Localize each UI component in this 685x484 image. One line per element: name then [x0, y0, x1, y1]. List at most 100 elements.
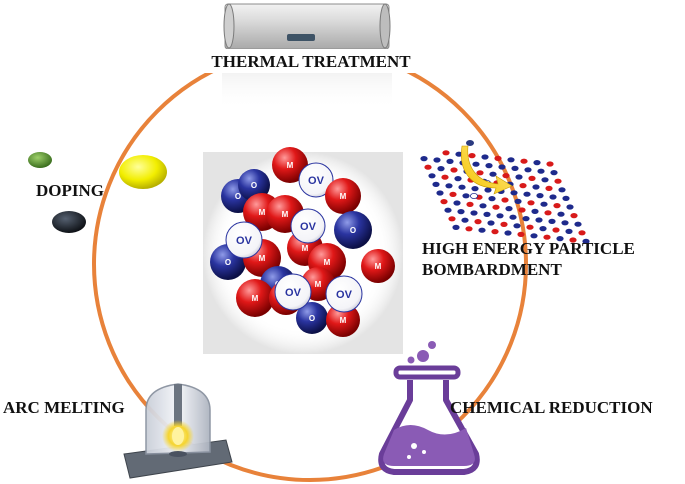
lattice-oxygen-dot: [488, 196, 496, 202]
oxygen-atom-label: O: [350, 226, 356, 235]
lattice-metal-dot: [502, 173, 510, 179]
metal-atom-label: M: [259, 208, 266, 217]
lattice-metal-dot: [526, 224, 534, 230]
lattice-oxygen-dot: [540, 201, 548, 207]
lattice-oxygen-dot: [539, 226, 547, 232]
particle-bombardment-label-line2: BOMBARDMENT: [422, 260, 562, 279]
lattice-oxygen-dot: [548, 218, 556, 224]
lattice-oxygen-dot: [445, 183, 453, 189]
lattice-oxygen-dot: [454, 176, 462, 182]
lattice-oxygen-dot: [453, 200, 461, 206]
lattice-oxygen-dot: [433, 157, 441, 163]
lattice-oxygen-dot: [479, 203, 487, 209]
lattice-metal-dot: [518, 207, 526, 213]
lattice-metal-dot: [527, 200, 535, 206]
lattice-oxygen-dot: [458, 184, 466, 190]
metal-atom-label: M: [259, 254, 266, 263]
lattice-oxygen-dot: [432, 181, 440, 187]
metal-atom-label: M: [287, 161, 294, 170]
lattice-oxygen-dot: [536, 193, 544, 199]
arc-furnace-icon: [123, 383, 233, 479]
lattice-oxygen-dot: [533, 160, 541, 166]
lattice-metal-dot: [466, 201, 474, 207]
lattice-oxygen-dot: [549, 194, 557, 200]
particle-bombardment-label-line1: HIGH ENERGY PARTICLE: [422, 239, 635, 258]
lattice-oxygen-dot: [484, 187, 492, 193]
lattice-oxygen-dot: [487, 220, 495, 226]
metal-atom: M: [272, 147, 308, 183]
lattice-oxygen-dot: [483, 211, 491, 217]
lattice-oxygen-dot: [496, 213, 504, 219]
oxygen-atom: O: [296, 302, 328, 334]
lattice-vacancy-dot: [469, 192, 478, 199]
oxygen-vacancy: OV: [274, 273, 312, 311]
lattice-metal-dot: [543, 234, 551, 240]
oxygen-atom-label: O: [235, 192, 241, 201]
lattice-metal-dot: [476, 170, 484, 176]
lattice-oxygen-dot: [532, 184, 540, 190]
lattice-oxygen-dot: [550, 170, 558, 176]
lattice-oxygen-dot: [461, 217, 469, 223]
lattice-metal-dot: [528, 175, 536, 181]
lattice-oxygen-dot: [452, 224, 460, 230]
doping-label: DOPING: [36, 181, 104, 200]
lattice-oxygen-dot: [531, 208, 539, 214]
oxygen-vacancy-label: OV: [285, 287, 302, 299]
lattice-oxygen-dot: [436, 190, 444, 196]
oxygen-vacancy-label: OV: [308, 175, 325, 187]
lattice-metal-dot: [546, 161, 554, 167]
lattice-metal-dot: [578, 230, 586, 236]
lattice-metal-dot: [424, 164, 432, 170]
arc-melting-label: ARC MELTING: [3, 398, 125, 417]
lattice-oxygen-dot: [471, 186, 479, 192]
lattice-oxygen-dot: [509, 214, 517, 220]
flask-icon: [378, 341, 480, 475]
oxygen-vacancy-cluster: OMOVOMMMOOMMMMOMMMOMOVOVOVOV: [210, 147, 395, 337]
lattice-oxygen-dot: [485, 163, 493, 169]
oxygen-atom: O: [334, 211, 372, 249]
metal-atom-label: M: [302, 244, 309, 253]
lattice-metal-dot: [442, 150, 450, 156]
lattice-oxygen-dot: [523, 191, 531, 197]
lattice-metal-dot: [545, 185, 553, 191]
lattice-oxygen-dot: [558, 187, 566, 193]
lattice-oxygen-dot: [470, 210, 478, 216]
metal-atom: M: [326, 303, 360, 337]
lattice-oxygen-dot: [462, 193, 470, 199]
lattice-metal-dot: [448, 216, 456, 222]
lattice-oxygen-dot: [455, 151, 463, 157]
metal-atom-label: M: [324, 258, 331, 267]
lattice-oxygen-dot: [507, 157, 515, 163]
lattice-oxygen-dot: [566, 204, 574, 210]
metal-atom-label: M: [340, 316, 347, 325]
particle-lattice-icon: [420, 150, 590, 244]
lattice-oxygen-dot: [510, 190, 518, 196]
lattice-metal-dot: [465, 226, 473, 232]
particle-arrow-icon: [461, 140, 513, 195]
oxygen-vacancy: OV: [325, 275, 363, 313]
lattice-metal-dot: [500, 221, 508, 227]
oxygen-atom-label: O: [225, 258, 231, 267]
lattice-metal-dot: [552, 227, 560, 233]
oxygen-vacancy: OV: [225, 221, 263, 259]
lattice-oxygen-dot: [504, 230, 512, 236]
lattice-metal-dot: [501, 197, 509, 203]
lattice-oxygen-dot: [524, 167, 532, 173]
metal-atom-label: M: [340, 192, 347, 201]
metal-atom-label: M: [282, 210, 289, 219]
lattice-metal-dot: [474, 219, 482, 225]
lattice-metal-dot: [494, 155, 502, 161]
lattice-oxygen-dot: [514, 198, 522, 204]
oxygen-vacancy-label: OV: [236, 235, 253, 247]
metal-atom-label: M: [315, 280, 322, 289]
lattice-metal-dot: [569, 237, 577, 243]
metal-atom: M: [236, 279, 274, 317]
lattice-metal-dot: [517, 231, 525, 237]
lattice-oxygen-dot: [511, 165, 519, 171]
lattice-metal-dot: [519, 183, 527, 189]
lattice-oxygen-dot: [562, 195, 570, 201]
lattice-oxygen-dot: [444, 207, 452, 213]
lattice-oxygen-dot: [437, 166, 445, 172]
oxygen-vacancy: OV: [290, 208, 326, 244]
